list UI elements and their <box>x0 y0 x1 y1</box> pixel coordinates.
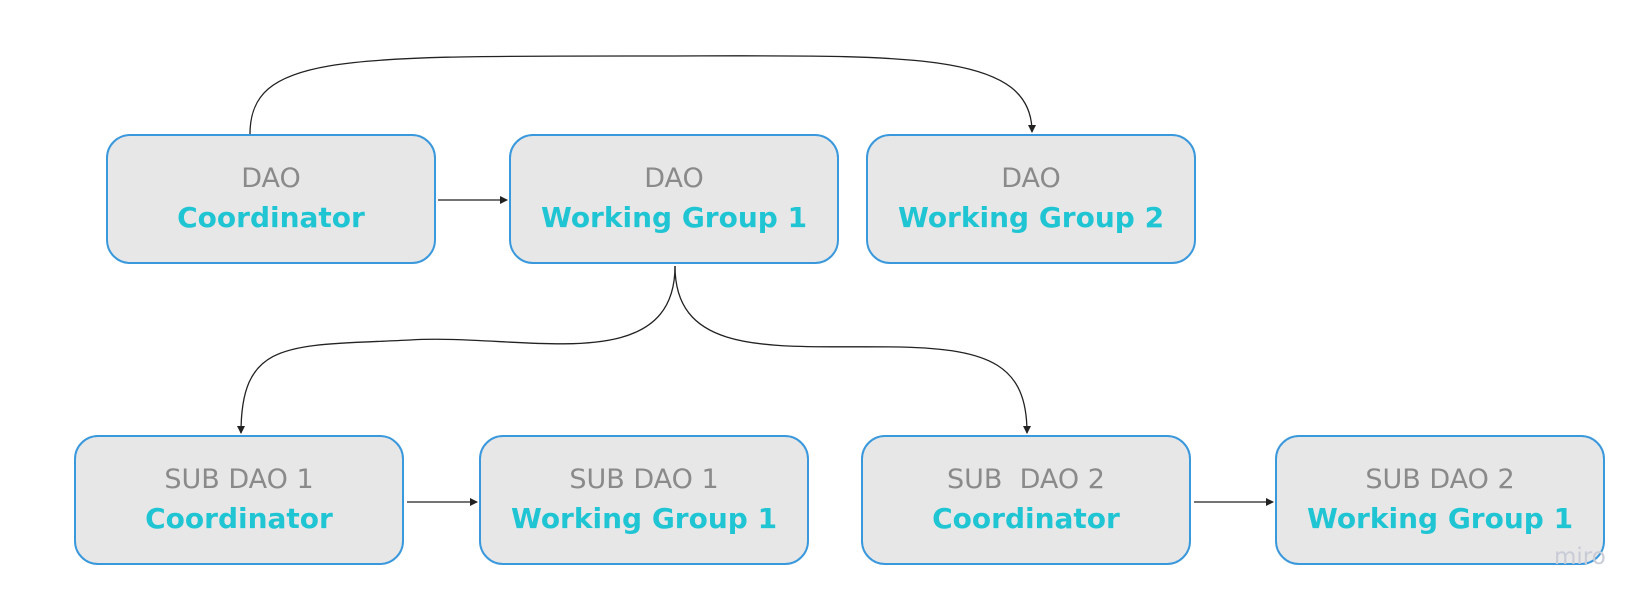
miro-watermark: miro <box>1554 544 1606 570</box>
node-kind-label: SUB DAO 2 <box>1365 464 1515 495</box>
node-role-label: Coordinator <box>932 502 1120 535</box>
node-dao-working-group-2[interactable]: DAO Working Group 2 <box>866 134 1196 264</box>
node-kind-label: SUB DAO 2 <box>947 464 1105 495</box>
node-kind-label: DAO <box>1001 163 1061 194</box>
node-sub-dao-1-working-group-1[interactable]: SUB DAO 1 Working Group 1 <box>479 435 809 565</box>
node-role-label: Coordinator <box>177 201 365 234</box>
node-role-label: Working Group 1 <box>1306 502 1574 535</box>
node-role-label: Working Group 2 <box>897 201 1165 234</box>
node-kind-label: SUB DAO 1 <box>569 464 719 495</box>
node-kind-label: SUB DAO 1 <box>164 464 314 495</box>
connector-top-wg1-to-sub2-coordinator <box>674 265 1031 434</box>
node-dao-coordinator[interactable]: DAO Coordinator <box>106 134 436 264</box>
node-role-label: Working Group 1 <box>540 201 808 234</box>
node-sub-dao-2-working-group-1[interactable]: SUB DAO 2 Working Group 1 <box>1275 435 1605 565</box>
connector-top-wg1-to-sub1-coordinator <box>237 265 676 434</box>
node-dao-working-group-1[interactable]: DAO Working Group 1 <box>509 134 839 264</box>
node-role-label: Coordinator <box>145 502 333 535</box>
node-sub-dao-1-coordinator[interactable]: SUB DAO 1 Coordinator <box>74 435 404 565</box>
node-kind-label: DAO <box>241 163 301 194</box>
node-sub-dao-2-coordinator[interactable]: SUB DAO 2 Coordinator <box>861 435 1191 565</box>
node-role-label: Working Group 1 <box>510 502 778 535</box>
connector-top-coordinator-to-top-wg2 <box>249 55 1036 135</box>
node-kind-label: DAO <box>644 163 704 194</box>
